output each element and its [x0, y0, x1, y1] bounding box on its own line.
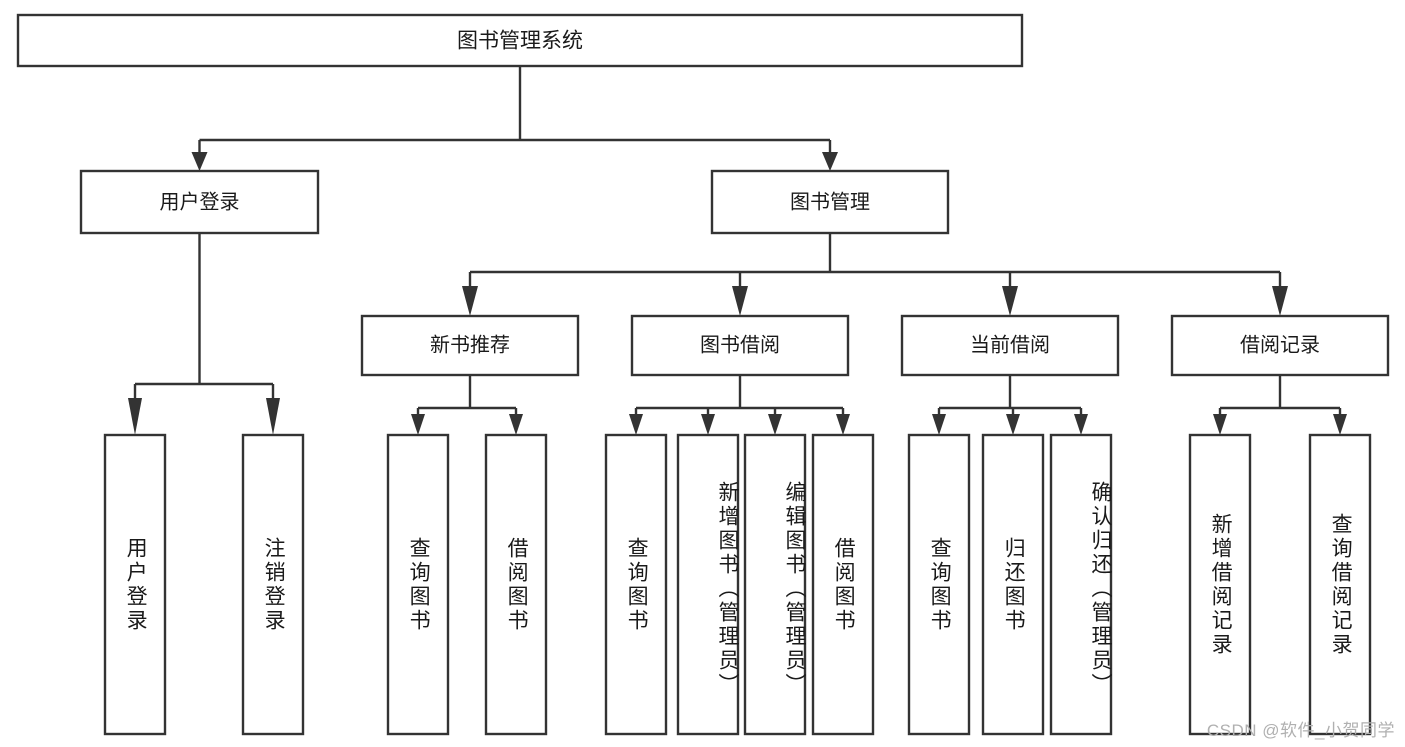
node-leaf-add-borrow-record-box[interactable] [1188, 433, 1252, 736]
node-root-label: 图书管理系统 [457, 30, 583, 53]
node-book-borrow-label: 图书借阅 [700, 333, 780, 356]
arrow-head-user-login [191, 152, 208, 171]
node-book-manage[interactable]: 图书管理 [710, 169, 950, 235]
arrow-head-borrow-record [1272, 286, 1288, 316]
connector-newbookrec-to-leaves [411, 375, 523, 435]
watermark-text: CSDN @软件_小贺同学 [1206, 721, 1395, 740]
arrow-head-leaf-add-book-admin [701, 414, 715, 435]
arrow-head-leaf-borrow-book [836, 414, 850, 435]
connector-userlogin-to-leaves [128, 233, 280, 435]
node-user-login[interactable]: 用户登录 [79, 169, 320, 235]
node-leaf-query-borrow-record-box[interactable] [1308, 433, 1372, 736]
arrow-head-leaf-borrow-book-rec [509, 414, 523, 435]
node-borrow-record[interactable]: 借阅记录 [1170, 314, 1390, 377]
node-leaf-query-book-borrow-box[interactable] [604, 433, 668, 736]
arrow-head-leaf-logout-login [266, 398, 280, 435]
node-current-borrow[interactable]: 当前借阅 [900, 314, 1120, 377]
node-root-box[interactable] [16, 13, 1024, 68]
arrow-head-leaf-query-borrow-record [1333, 414, 1347, 435]
node-leaf-query-book-cur-box[interactable] [907, 433, 971, 736]
node-borrow-record-label: 借阅记录 [1240, 333, 1320, 356]
node-leaf-confirm-return-admin-box[interactable] [1049, 433, 1113, 736]
node-leaf-borrow-book-rec-box[interactable] [484, 433, 548, 736]
connector-currentborrow-to-leaves [932, 375, 1088, 435]
node-leaf-user-login-box[interactable] [103, 433, 167, 736]
arrow-head-leaf-edit-book-admin [768, 414, 782, 435]
node-leaf-query-book-rec-box[interactable] [386, 433, 450, 736]
arrow-head-leaf-add-borrow-record [1213, 414, 1227, 435]
node-leaf-logout-login-box[interactable] [241, 433, 305, 736]
node-new-book-rec-box[interactable] [360, 314, 580, 377]
node-book-borrow[interactable]: 图书借阅 [630, 314, 850, 377]
connector-bookborrow-to-leaves [629, 375, 850, 435]
leaf-boxes [103, 433, 1372, 736]
node-borrow-record-box[interactable] [1170, 314, 1390, 377]
node-leaf-edit-book-admin-box[interactable] [743, 433, 807, 736]
node-leaf-borrow-book-box[interactable] [811, 433, 875, 736]
arrow-head-leaf-query-book-borrow [629, 414, 643, 435]
arrow-head-book-manage [822, 152, 838, 171]
arrow-head-leaf-confirm-return-admin [1074, 414, 1088, 435]
node-root[interactable]: 图书管理系统 [16, 13, 1024, 68]
arrow-head-leaf-query-book-rec [411, 414, 425, 435]
connector-bookmanage-to-level3 [462, 233, 1288, 316]
node-book-manage-label: 图书管理 [790, 190, 870, 213]
node-user-login-box[interactable] [79, 169, 320, 235]
arrow-head-book-borrow [732, 286, 748, 316]
node-book-borrow-box[interactable] [630, 314, 850, 377]
node-book-manage-box[interactable] [710, 169, 950, 235]
arrow-head-current-borrow [1002, 286, 1018, 316]
arrow-head-new-book-rec [462, 286, 478, 316]
arrow-head-leaf-query-book-cur [932, 414, 946, 435]
node-leaf-return-book-box[interactable] [981, 433, 1045, 736]
node-user-login-label: 用户登录 [160, 190, 240, 213]
node-current-borrow-label: 当前借阅 [970, 333, 1050, 356]
node-new-book-rec-label: 新书推荐 [430, 333, 510, 356]
arrow-head-leaf-return-book [1006, 414, 1020, 435]
node-leaf-add-book-admin-box[interactable] [676, 433, 740, 736]
arrow-head-leaf-user-login [128, 398, 142, 435]
connector-borrowrecord-to-leaves [1213, 375, 1347, 435]
connector-root-to-level2 [191, 66, 838, 171]
node-current-borrow-box[interactable] [900, 314, 1120, 377]
node-new-book-rec[interactable]: 新书推荐 [360, 314, 580, 377]
